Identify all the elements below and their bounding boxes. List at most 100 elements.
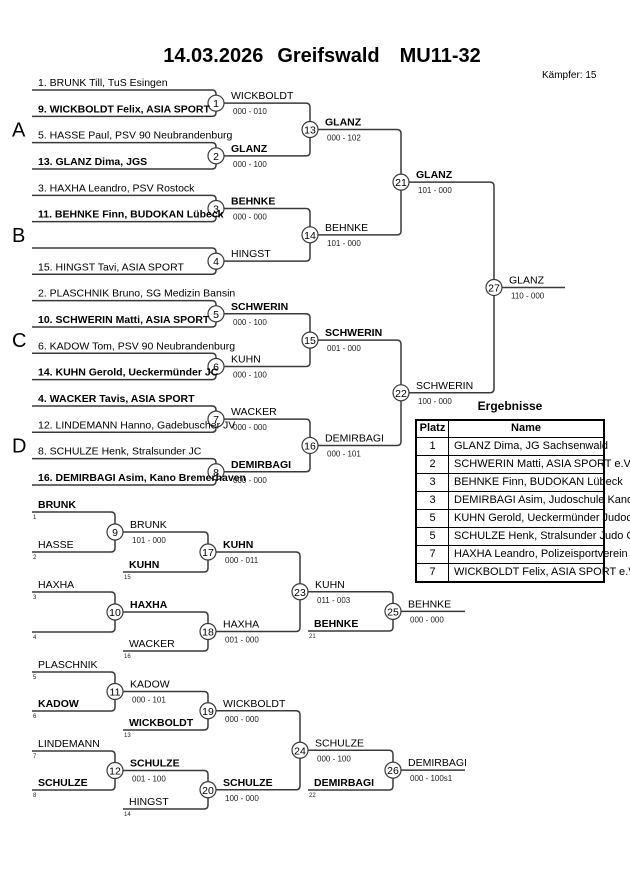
match-number-circle [207,147,225,165]
match-number-circle [106,523,124,541]
entry-name: 5. HASSE Paul, PSV 90 Neubrandenburg [38,130,233,142]
repechage-entry-name: KADOW [38,698,79,710]
column-header-name: Name [511,422,541,434]
entry-name: 1. BRUNK Till, TuS Esingen [38,77,168,89]
entry-name: 13. GLANZ Dima, JGS [38,156,147,168]
match-winner: BEHNKE [408,598,451,610]
event-location: Greifswald [277,45,380,67]
entry-name: 11. BEHNKE Finn, BUDOKAN Lübeck [38,209,224,221]
match-number: 10 [109,607,121,619]
match-winner: GLANZ [231,143,268,155]
match-score: 000 - 000 [233,423,267,432]
repechage-entry-ref: 13 [124,733,131,739]
match-number-circle [291,741,309,759]
match-number-circle [106,761,124,780]
match-number-circle [106,603,124,621]
bracket-connector-22 [310,339,402,447]
match-number: 16 [304,440,316,452]
column-header-place: Platz [417,421,449,437]
match-number-circle [207,94,225,112]
results-table: Platz Name 1 GLANZ Dima, JG Sachsenwald … [415,419,630,583]
match-number: 17 [202,547,214,559]
match-score: 100 - 000 [225,794,259,803]
result-place: 3 [417,492,449,509]
results-row: 7 WICKBOLDT Felix, ASIA SPORT e.V. [417,563,630,581]
repechage-entry-ref: 21 [309,634,316,640]
match-number: 19 [202,706,214,718]
result-name: GLANZ Dima, JG Sachsenwald [454,440,609,452]
match-number: 27 [488,282,500,294]
match-score: 000 - 000 [225,715,259,724]
match-number-circle [291,583,309,601]
match-score: 000 - 100s1 [410,774,453,783]
result-place: 5 [417,510,449,527]
repechage-entry-ref: 22 [309,793,316,799]
match-winner: SCHWERIN [325,327,382,339]
match-winner: HAXHA [130,599,168,611]
result-place: 2 [417,456,449,473]
match-number-circle [301,331,319,349]
match-winner: BRUNK [130,519,167,531]
results-header-row: Platz Name [417,421,603,437]
match-score: 000 - 100 [317,754,351,763]
match-score: 001 - 000 [225,636,259,645]
match-winner: KADOW [130,679,170,691]
match-number-circle [199,543,217,561]
repechage-entry-name: WICKBOLDT [129,717,194,729]
match-winner: BEHNKE [231,195,275,207]
match-score: 101 - 000 [132,536,166,545]
match-number-circle [392,173,410,191]
match-number: 13 [304,124,316,136]
result-place: 1 [417,438,449,455]
match-winner: SCHULZE [223,777,273,789]
match-score: 000 - 101 [132,696,166,705]
match-number: 20 [202,785,214,797]
match-number-circle [207,410,225,428]
result-place: 3 [417,474,449,491]
match-winner: KUHN [223,539,253,551]
repechage-entry-ref: 2 [33,555,37,561]
match-number-circle [384,602,402,620]
match-winner: WICKBOLDT [231,90,294,102]
match-number-circle [199,702,217,720]
match-number: 11 [110,687,121,699]
results-row: 7 HAXHA Leandro, Polizeisportverein [417,545,628,563]
match-winner: DEMIRBAGI [231,459,291,471]
match-score: 001 - 000 [327,344,361,353]
match-number: 15 [304,335,316,347]
results-title: Ergebnisse [477,399,543,413]
match-winner: KUHN [315,579,345,591]
match-winner: SCHULZE [315,737,364,749]
match-number: 9 [112,527,118,539]
match-circles: 1234567813141516212227910111217181920232… [106,94,503,799]
match-score: 000 - 100 [233,370,267,379]
results-row: 5 KUHN Gerold, Ueckermünder Judoc [417,509,630,527]
repechage-entry-name: BRUNK [38,499,76,511]
match-number: 26 [387,765,399,777]
bracket-connector-21 [310,128,402,236]
match-number: 3 [213,203,219,215]
match-number-circle [207,305,225,323]
match-number: 7 [213,414,219,426]
match-score: 000 - 011 [225,556,259,565]
result-name: SCHULZE Henk, Stralsunder Judo C [454,530,630,542]
results-row: 3 BEHNKE Finn, BUDOKAN Lübeck [417,473,623,491]
result-name: DEMIRBAGI Asim, Judoschule Kano [454,494,630,506]
match-score: 011 - 003 [317,596,351,605]
result-name: BEHNKE Finn, BUDOKAN Lübeck [454,476,623,488]
match-number-circle [207,252,225,270]
match-score: 110 - 000 [511,291,545,300]
match-winner: GLANZ [416,169,453,181]
match-score: 101 - 000 [327,239,361,248]
results-row: 3 DEMIRBAGI Asim, Judoschule Kano [417,491,630,509]
match-number-circle [301,226,319,244]
match-score: 000 - 010 [233,107,267,116]
match-winner: WACKER [231,406,277,418]
pool-label: A [12,119,26,141]
match-number: 24 [294,745,306,757]
match-number: 23 [294,587,306,599]
match-number: 18 [202,627,214,639]
pool-label: B [12,225,25,247]
repechage-entry-name: DEMIRBAGI [314,777,374,789]
